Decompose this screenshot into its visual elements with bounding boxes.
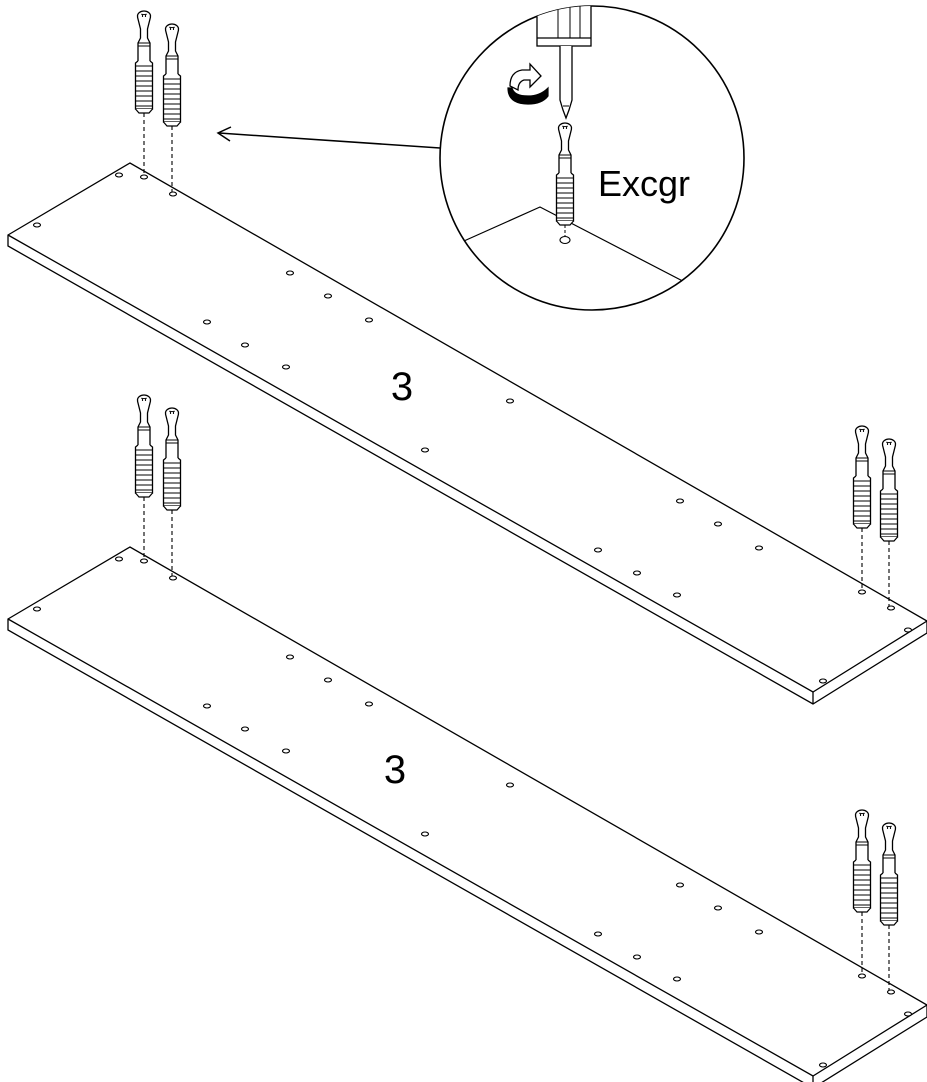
detail-zoom-circle: Excgr <box>439 5 745 311</box>
rotate-clockwise-icon <box>507 62 549 105</box>
part-number-top: 3 <box>391 365 413 409</box>
arrow-to-detail <box>216 126 441 149</box>
part-number-bottom: 3 <box>384 748 406 792</box>
detail-label: Excgr <box>598 163 690 204</box>
